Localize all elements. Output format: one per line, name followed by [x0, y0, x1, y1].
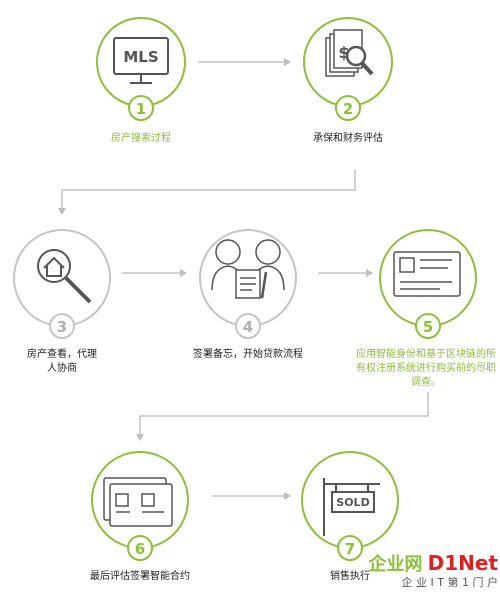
step-3-label: 房产查看，代理 人协商: [27, 349, 97, 374]
connectors: [58, 58, 429, 500]
monitor-mls-icon: [113, 37, 169, 84]
monitor-text: MLS: [123, 48, 158, 66]
step-2: $ 2: [303, 17, 393, 121]
step-1-label: 房产搜索过程: [111, 133, 171, 144]
step-5: 5: [379, 229, 477, 339]
sold-sign-icon: [323, 478, 380, 536]
watermark-logo: D1Net: [427, 551, 498, 575]
arrow-5-to-6: [136, 392, 429, 441]
dollar-sign: $: [338, 43, 349, 62]
step-number: 1: [136, 100, 146, 118]
step-number: 3: [57, 318, 67, 336]
step-7: SOLD 7: [301, 451, 399, 561]
house-magnifier-icon: [37, 249, 92, 304]
step-number: 7: [345, 540, 355, 558]
sold-text: SOLD: [336, 496, 369, 509]
step-number: 4: [243, 318, 253, 336]
step-5-label: 应用智能身份和基于区块链的所 有权注册系统进行购买前的尽职 调查。: [356, 349, 496, 388]
step-3: 3: [13, 229, 111, 339]
two-id-cards-icon: [103, 477, 173, 527]
arrow-2-to-3: [58, 170, 356, 215]
step-number: 5: [423, 318, 433, 336]
step-1: MLS 1: [96, 17, 186, 121]
step-number: 2: [343, 100, 353, 118]
id-card-icon: [393, 251, 461, 297]
watermark-brand: 企业网: [368, 554, 423, 575]
step-number: 6: [135, 540, 145, 558]
step-6-label: 最后评估签署智能合约: [90, 571, 190, 582]
step-2-label: 承保和财务评估: [313, 133, 383, 144]
step-7-label: 销售执行: [330, 571, 370, 582]
step-6: 6: [91, 451, 189, 561]
two-people-document-icon: [211, 239, 285, 299]
dollar-documents-magnifier-icon: [325, 29, 374, 77]
step-4-label: 签署备忘，开始贷款流程: [193, 349, 303, 360]
watermark: 企业网 D1Net 企 业 I T 第 1 门 户: [338, 550, 498, 590]
watermark-subtitle: 企 业 I T 第 1 门 户: [401, 576, 498, 589]
step-4: 4: [199, 229, 297, 339]
